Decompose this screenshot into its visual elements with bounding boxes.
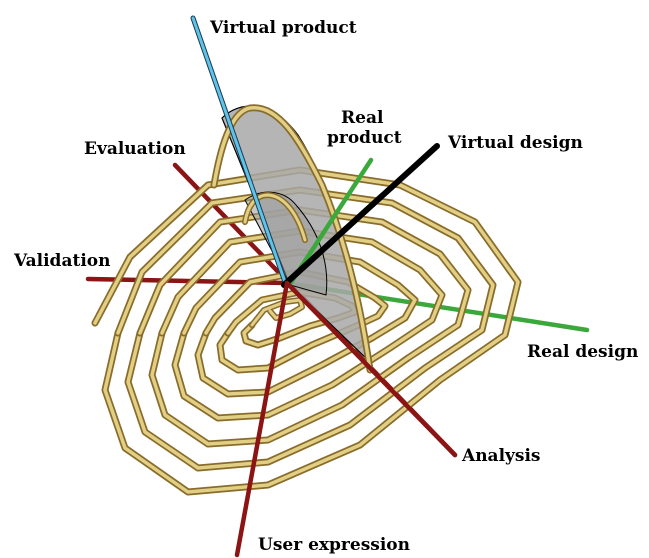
axis-virtual-product-highlight <box>191 16 287 284</box>
spiral-ring-highlight <box>93 168 520 494</box>
label-analysis: Analysis <box>461 446 541 466</box>
spiral-ring-highlight <box>160 229 444 420</box>
axis-virtual-design <box>281 143 440 288</box>
spiral-rings <box>91 166 522 496</box>
label-virtual-product: Virtual product <box>209 18 357 38</box>
label-virtual-design: Virtual design <box>447 133 583 153</box>
spiral-ring-highlight <box>182 250 417 396</box>
label-evaluation: Evaluation <box>84 139 186 159</box>
label-real-product-line1: Real <box>341 108 384 128</box>
label-real-design: Real design <box>527 342 638 362</box>
axis-user-expression <box>234 280 290 558</box>
axis-analysis-front <box>284 280 458 458</box>
spiral-core-highlight <box>250 298 304 327</box>
spiral-ring-highlight <box>204 270 387 372</box>
label-real-product-line2: product <box>327 128 402 148</box>
label-validation: Validation <box>13 251 110 271</box>
spiral-ring-highlight <box>116 188 495 470</box>
label-user-expression: User expression <box>258 535 410 555</box>
surface-edge-inner-highlight <box>243 193 307 242</box>
